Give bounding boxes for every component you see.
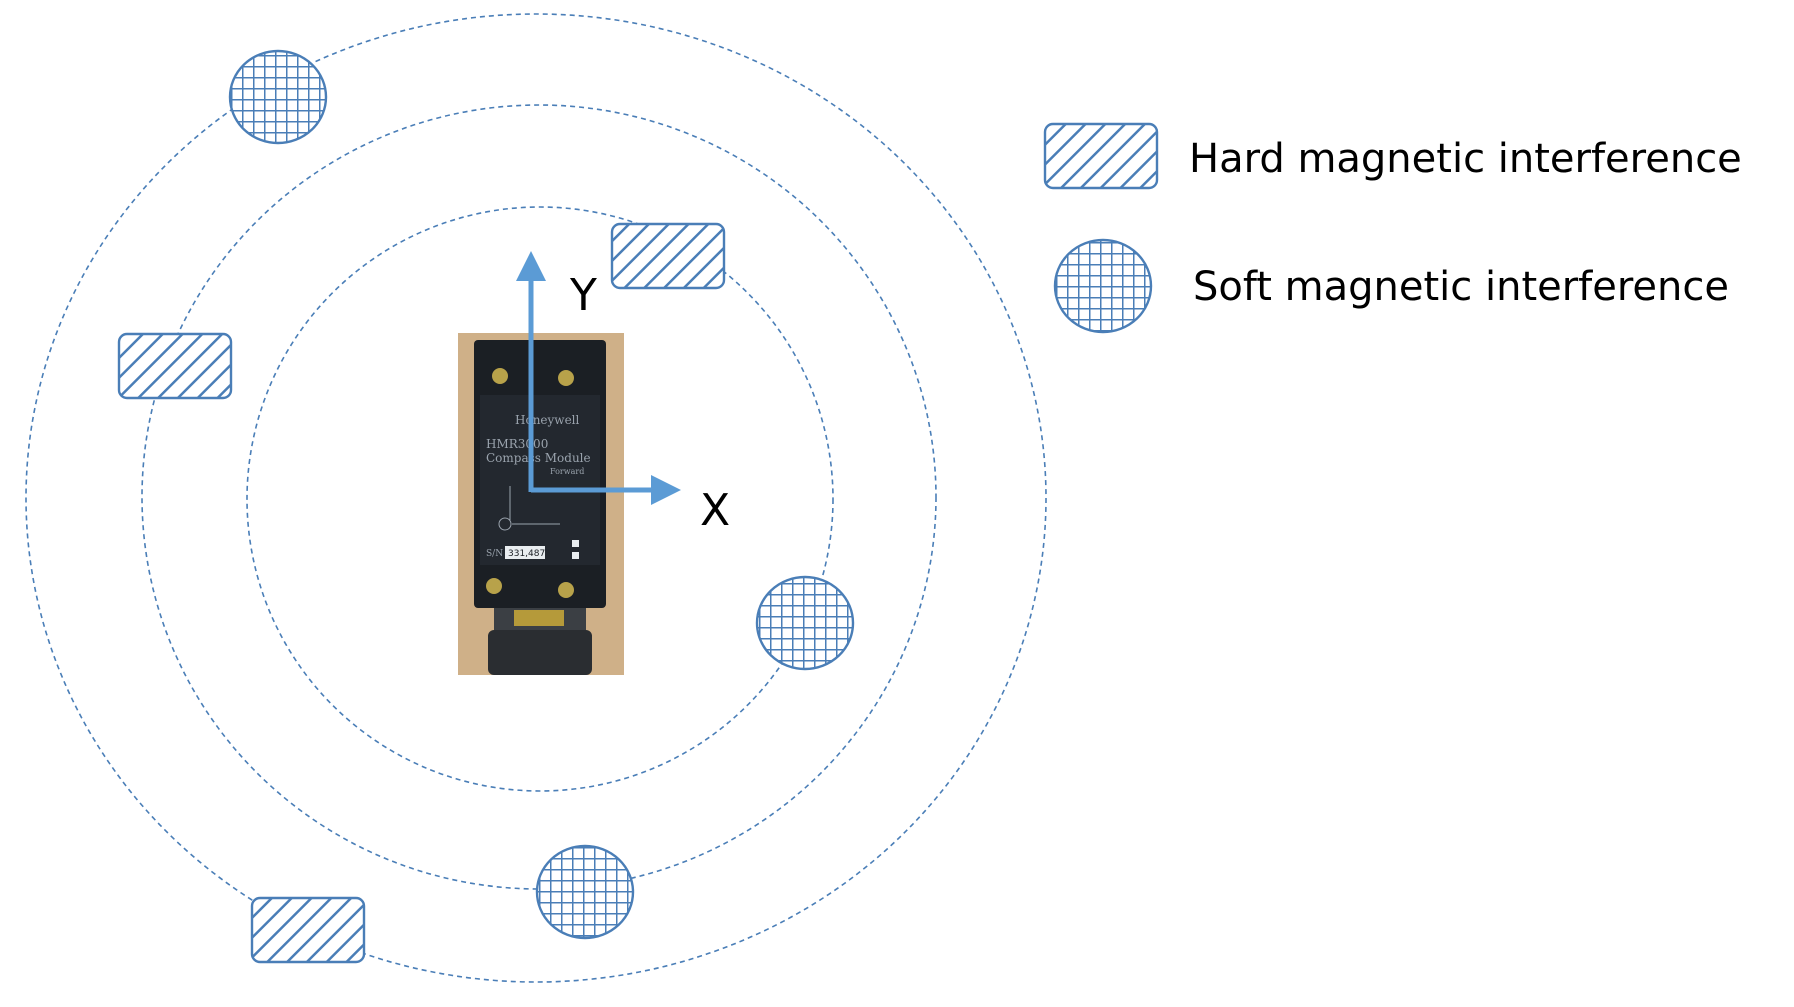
legend-hard-swatch-icon — [1043, 122, 1159, 190]
screw-icon — [558, 370, 574, 386]
soft-interference-icon — [535, 844, 635, 940]
soft-interference-icon — [228, 49, 328, 145]
screw-icon — [492, 368, 508, 384]
screw-icon — [558, 582, 574, 598]
legend-hard-label: Hard magnetic interference — [1189, 136, 1742, 182]
soft-interference-icon — [755, 575, 855, 671]
device-axis-glyph-icon — [498, 486, 560, 531]
x-axis-label: X — [700, 485, 730, 536]
device-label-panel — [480, 395, 600, 565]
connector-icon — [488, 630, 592, 675]
device-forward-label: Forward — [550, 467, 584, 476]
soft-interference-group — [228, 49, 855, 940]
device-brand: Honeywell — [515, 413, 580, 427]
hard-interference-group — [117, 222, 726, 964]
device-checkbox-icon — [572, 552, 579, 559]
middle-orbit — [141, 104, 937, 890]
y-axis-label: Y — [569, 270, 597, 321]
outer-orbit — [25, 13, 1047, 983]
device-serial-value: 331,487 — [508, 549, 545, 559]
hard-interference-icon — [117, 332, 233, 400]
screw-icon — [486, 578, 502, 594]
legend: Hard magnetic interference Soft magnetic… — [1043, 122, 1742, 334]
inner-orbit — [246, 206, 834, 792]
device-product: Compass Module — [486, 451, 591, 465]
device-serial-label: S/N — [486, 549, 503, 559]
device-checkbox-icon — [572, 540, 579, 547]
device-serial-box — [505, 546, 545, 559]
legend-soft-label: Soft magnetic interference — [1193, 264, 1729, 310]
hard-interference-icon — [250, 896, 366, 964]
xy-axes: Y X — [516, 251, 730, 536]
device-model: HMR3000 — [486, 437, 548, 451]
orbit-rings — [25, 13, 1047, 983]
compass-module-photo-icon: Honeywell HMR3000 Compass Module Forward… — [458, 333, 624, 675]
connector-icon — [514, 610, 564, 626]
hard-interference-icon — [610, 222, 726, 290]
legend-soft-swatch-icon — [1053, 238, 1153, 334]
